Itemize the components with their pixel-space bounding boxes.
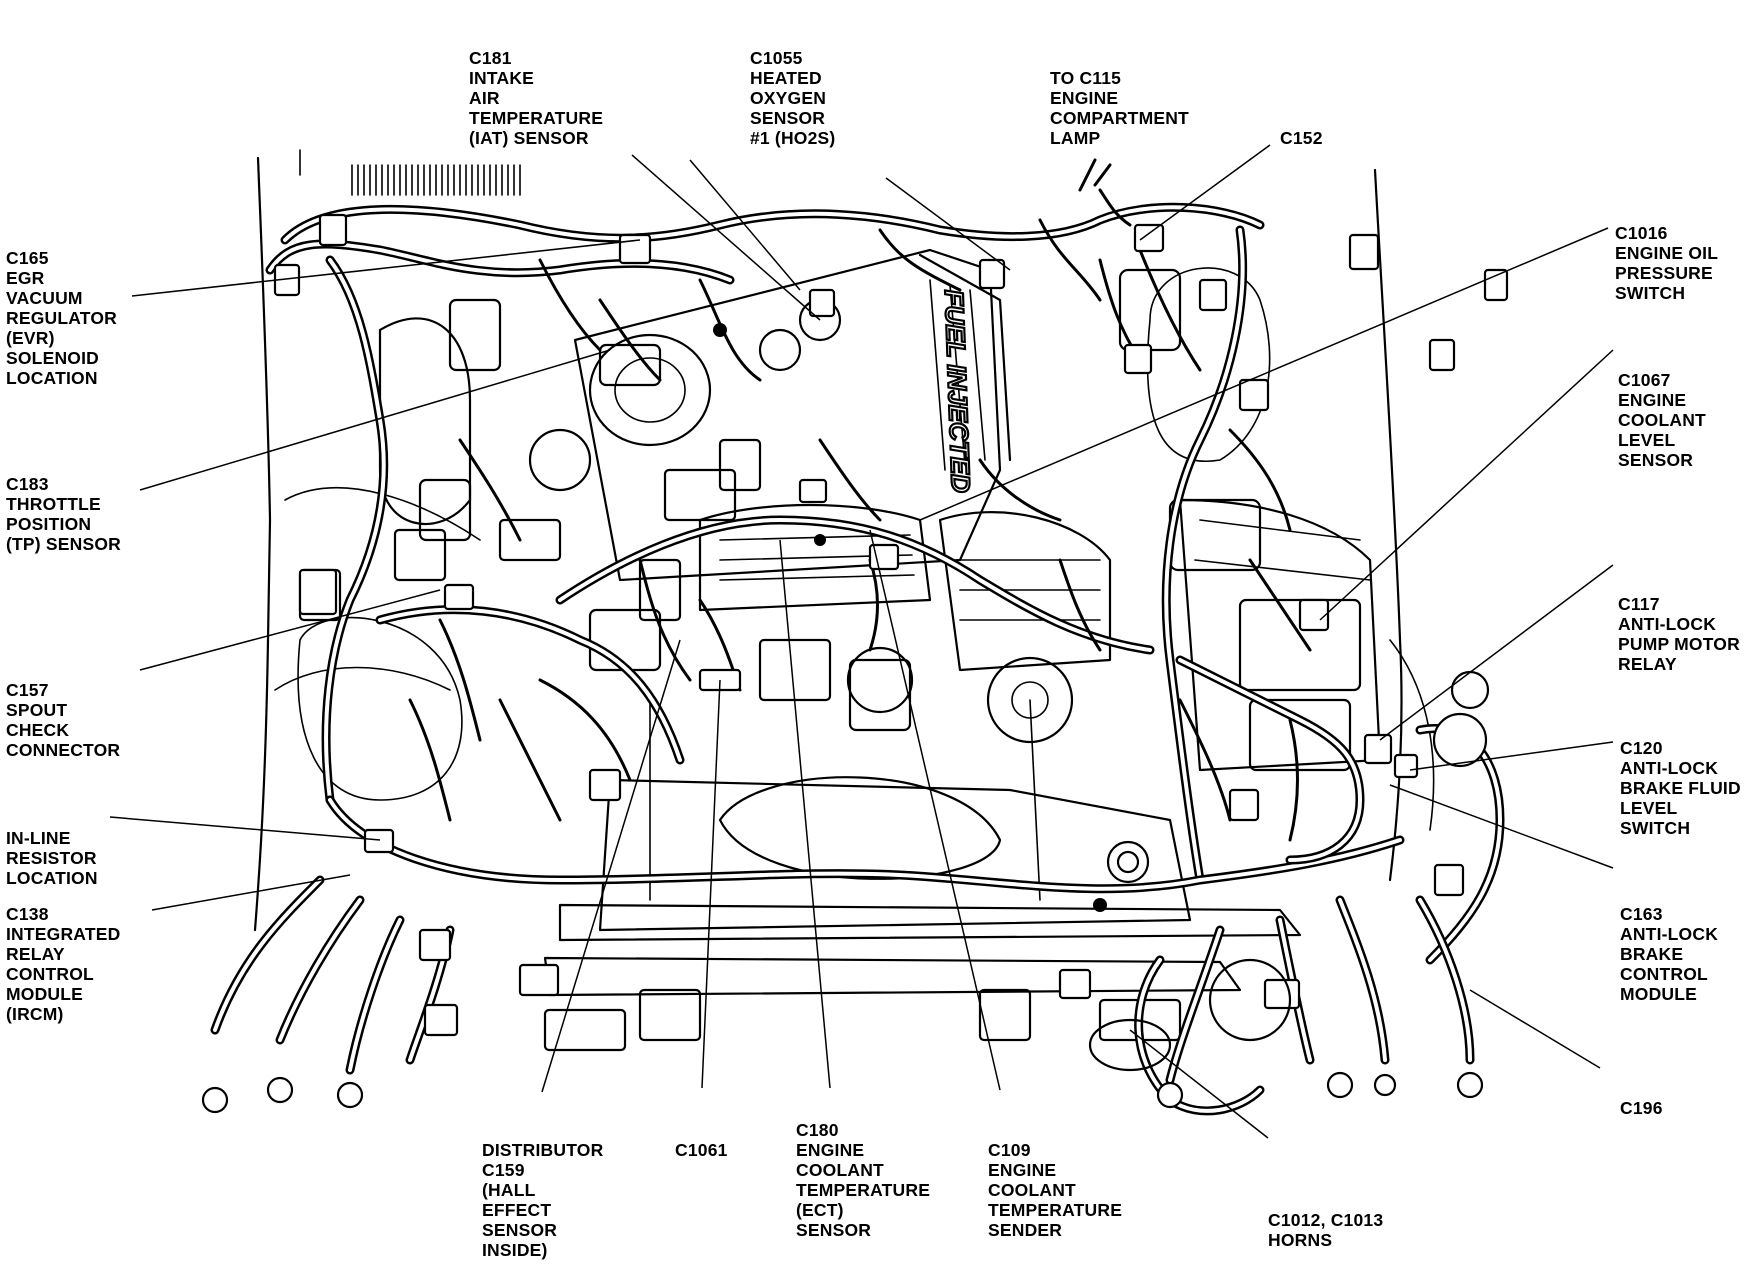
- leader-c120: [1409, 741, 1614, 771]
- leader-c117: [1379, 564, 1614, 741]
- leader-c1016: [919, 227, 1609, 521]
- engine-assembly: FUEL INJECTED: [298, 248, 1382, 1042]
- leader-c109: [869, 529, 1001, 1091]
- leader-c157: [139, 589, 441, 671]
- leader-c181: [631, 154, 821, 321]
- leader-c180: [779, 539, 831, 1089]
- connectors: [201, 213, 1509, 1114]
- leader-c196: [1469, 989, 1601, 1069]
- leader-c152: [1139, 144, 1271, 241]
- leader-c183: [139, 349, 611, 491]
- leader-horns: [1129, 1029, 1269, 1139]
- leader-c165: [131, 239, 641, 297]
- leader-c115: [885, 177, 1011, 271]
- leader-c1055: [689, 159, 801, 291]
- leader-lines: [109, 144, 1614, 1139]
- label-c196: C196: [1620, 1098, 1663, 1118]
- engine-wiring-diagram: FUEL INJECTED: [109, 144, 1614, 1139]
- leader-c1061: [701, 679, 721, 1089]
- wiring-harness: [210, 202, 1505, 1116]
- label-c152: C152: [1280, 128, 1323, 148]
- leader-c163: [1389, 784, 1614, 869]
- leader-c138: [151, 874, 351, 911]
- label-c1061: C1061: [675, 1140, 728, 1160]
- thin-wires: [408, 158, 1312, 842]
- hatching-marks: [351, 164, 521, 196]
- leader-c1067: [1319, 349, 1614, 621]
- leader-inline-resistor: [109, 816, 381, 841]
- leader-c159: [541, 639, 681, 1093]
- engine-marking: FUEL INJECTED: [939, 289, 976, 493]
